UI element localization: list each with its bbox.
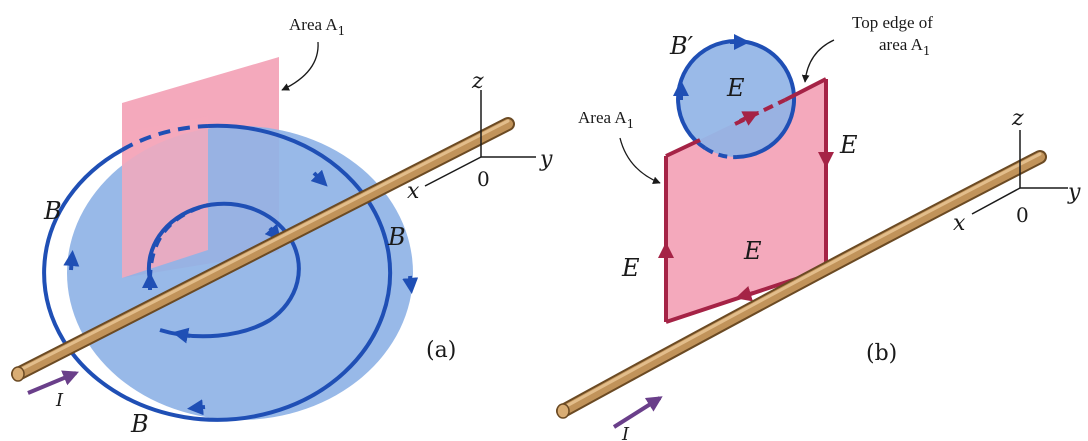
field-line-inner-dashed — [148, 203, 209, 281]
label-axis-x-b: x — [953, 211, 966, 236]
label-current-b: I — [621, 424, 630, 441]
axis-x-a — [424, 156, 482, 187]
field-circle-b-prime-edge — [676, 39, 796, 159]
callout-arrow-area-b — [619, 137, 661, 184]
wire-a-highlight — [16, 119, 510, 373]
label-b-prime: B′ — [669, 32, 694, 60]
field-arrow-5 — [264, 223, 282, 242]
magnetic-field-disk — [67, 126, 413, 420]
e-arrow-top — [739, 111, 760, 126]
callout-top-edge-line1: Top edge of — [852, 13, 933, 32]
field-circle-b-prime — [679, 41, 795, 157]
label-b-right: B — [387, 223, 406, 251]
area-a1-front — [122, 116, 208, 278]
panel-b: Top edge of area A1 Area A1 B′ E E E E I… — [556, 13, 1081, 441]
label-axis-y-b: y — [1067, 180, 1081, 205]
field-arrow-3 — [187, 399, 206, 416]
field-arrow-2 — [402, 275, 419, 294]
wire-b-end — [556, 403, 570, 419]
callout-area-a1: Area A1 — [289, 15, 345, 38]
field-arrow-1 — [310, 169, 328, 187]
field-arrow-4 — [63, 250, 80, 271]
label-axis-z-b: z — [1011, 106, 1024, 131]
label-e-right: E — [839, 131, 858, 159]
caption-a: (a) — [426, 338, 456, 363]
caption-b: (b) — [866, 341, 897, 366]
wire-a-end — [11, 366, 25, 382]
label-b-bottom: B — [130, 410, 149, 438]
label-axis-y-a: y — [539, 147, 553, 172]
field-circle-b-prime-dashed — [703, 146, 738, 160]
label-axis-z-a: z — [471, 69, 484, 94]
callout-arrow-area-a — [281, 41, 319, 91]
wire-b-body — [558, 152, 1045, 416]
field-arrow-7 — [172, 327, 191, 344]
panel-a: Area A1 B B B I z y x 0 (a) — [11, 15, 553, 438]
label-axis-x-a: x — [407, 179, 420, 204]
axis-x-b — [971, 187, 1021, 215]
label-e-bottom: E — [743, 237, 762, 265]
label-e-circle: E — [726, 74, 745, 102]
label-current-a: I — [55, 390, 64, 411]
label-origin-a: 0 — [477, 167, 490, 191]
callout-arrow-top-edge — [801, 39, 835, 83]
current-arrow-b — [612, 396, 663, 429]
wire-a-body — [13, 119, 513, 379]
label-origin-b: 0 — [1016, 203, 1029, 227]
wire-b-highlight — [561, 152, 1042, 410]
field-line-outer-dashed — [120, 124, 209, 152]
loop-edge-left-top — [665, 138, 701, 158]
e-arrow-bottom — [735, 286, 754, 302]
callout-top-edge-line2: area A1 — [879, 35, 931, 58]
label-b-left: B — [43, 197, 62, 225]
label-e-left: E — [621, 254, 640, 282]
current-arrow-a — [27, 370, 79, 395]
field-line-outer — [42, 123, 393, 422]
loop-edge-top-solid — [784, 77, 827, 102]
callout-area-b: Area A1 — [578, 108, 634, 131]
